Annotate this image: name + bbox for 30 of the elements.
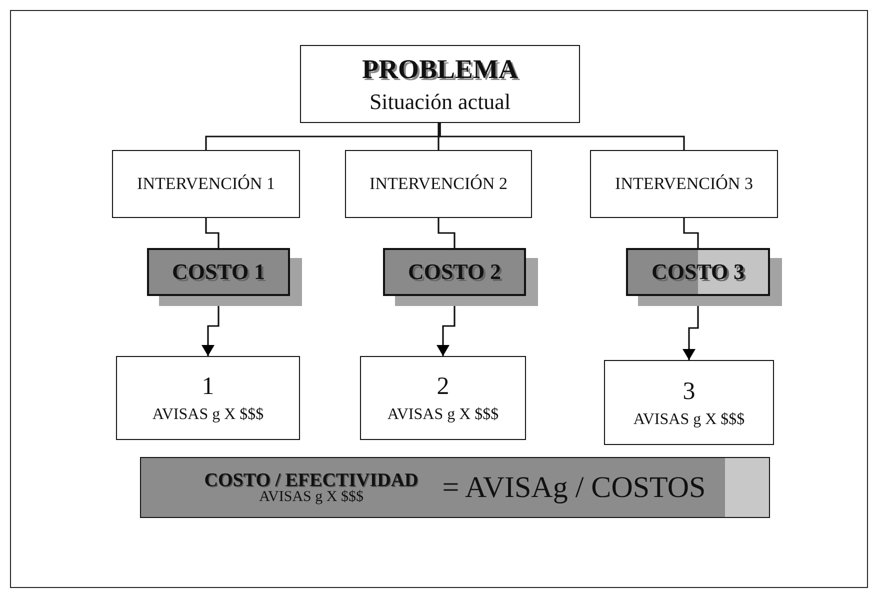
- result-number: 1: [202, 372, 214, 402]
- connector-line: [438, 123, 440, 150]
- problem-title: PROBLEMA: [362, 54, 518, 84]
- connector-line: [439, 123, 685, 150]
- result-formula: AVISAS g X $$$: [152, 405, 264, 426]
- ratio-numerator: COSTO / EFECTIVIDAD: [204, 470, 418, 490]
- intervention-box: [590, 150, 778, 218]
- intervention-label: INTERVENCIÓN 1: [136, 173, 276, 196]
- problem-subtitle: Situación actual: [369, 88, 511, 114]
- result-box: [360, 356, 526, 440]
- cost-label: COSTO 2: [408, 259, 502, 285]
- result-formula: AVISAS g X $$$: [387, 405, 499, 426]
- formula-bar: [140, 457, 770, 518]
- intervention-box: [112, 150, 300, 218]
- connector-line: [438, 218, 456, 248]
- cost-label: COSTO 3: [651, 259, 745, 285]
- result-box: [116, 356, 300, 440]
- cost-label: COSTO 1: [172, 259, 266, 285]
- ratio-denominator: AVISAS g X $$$: [258, 490, 364, 504]
- intervention-label: INTERVENCIÓN 2: [368, 173, 508, 196]
- problem-box: [300, 45, 580, 123]
- result-number: 2: [436, 372, 450, 402]
- result-box: [604, 360, 774, 445]
- intervention-box: [345, 150, 532, 218]
- intervention-label: INTERVENCIÓN 3: [614, 173, 754, 196]
- result-formula: AVISAS g X $$$: [633, 410, 745, 430]
- connector-line: [683, 218, 699, 248]
- result-number: 3: [682, 376, 696, 407]
- connector-line: [205, 218, 220, 248]
- ratio-equation: = AVISAg / COSTOS: [442, 470, 706, 504]
